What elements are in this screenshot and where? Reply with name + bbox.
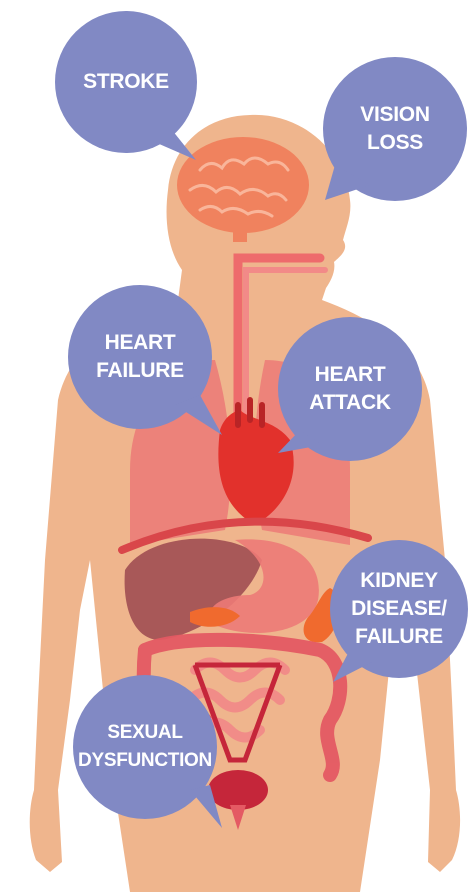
label-line: KIDNEY [351, 567, 447, 595]
label-vision-loss: VISION LOSS [360, 101, 429, 157]
label-line: FAILURE [96, 357, 184, 385]
label-kidney-disease: KIDNEY DISEASE/ FAILURE [351, 567, 447, 651]
label-heart-failure: HEART FAILURE [96, 329, 184, 385]
label-line: HEART [309, 361, 390, 389]
label-line: DISEASE/ [351, 595, 447, 623]
label-line: ATTACK [309, 389, 390, 417]
label-line: LOSS [360, 129, 429, 157]
label-line: VISION [360, 101, 429, 129]
label-line: STROKE [83, 68, 169, 96]
label-line: DYSFUNCTION [78, 747, 212, 775]
label-heart-attack: HEART ATTACK [309, 361, 390, 417]
label-line: HEART [96, 329, 184, 357]
label-line: SEXUAL [78, 719, 212, 747]
bladder [208, 770, 268, 810]
label-line: FAILURE [351, 623, 447, 651]
label-stroke: STROKE [83, 68, 169, 96]
label-sexual-dysfunction: SEXUAL DYSFUNCTION [78, 719, 212, 775]
